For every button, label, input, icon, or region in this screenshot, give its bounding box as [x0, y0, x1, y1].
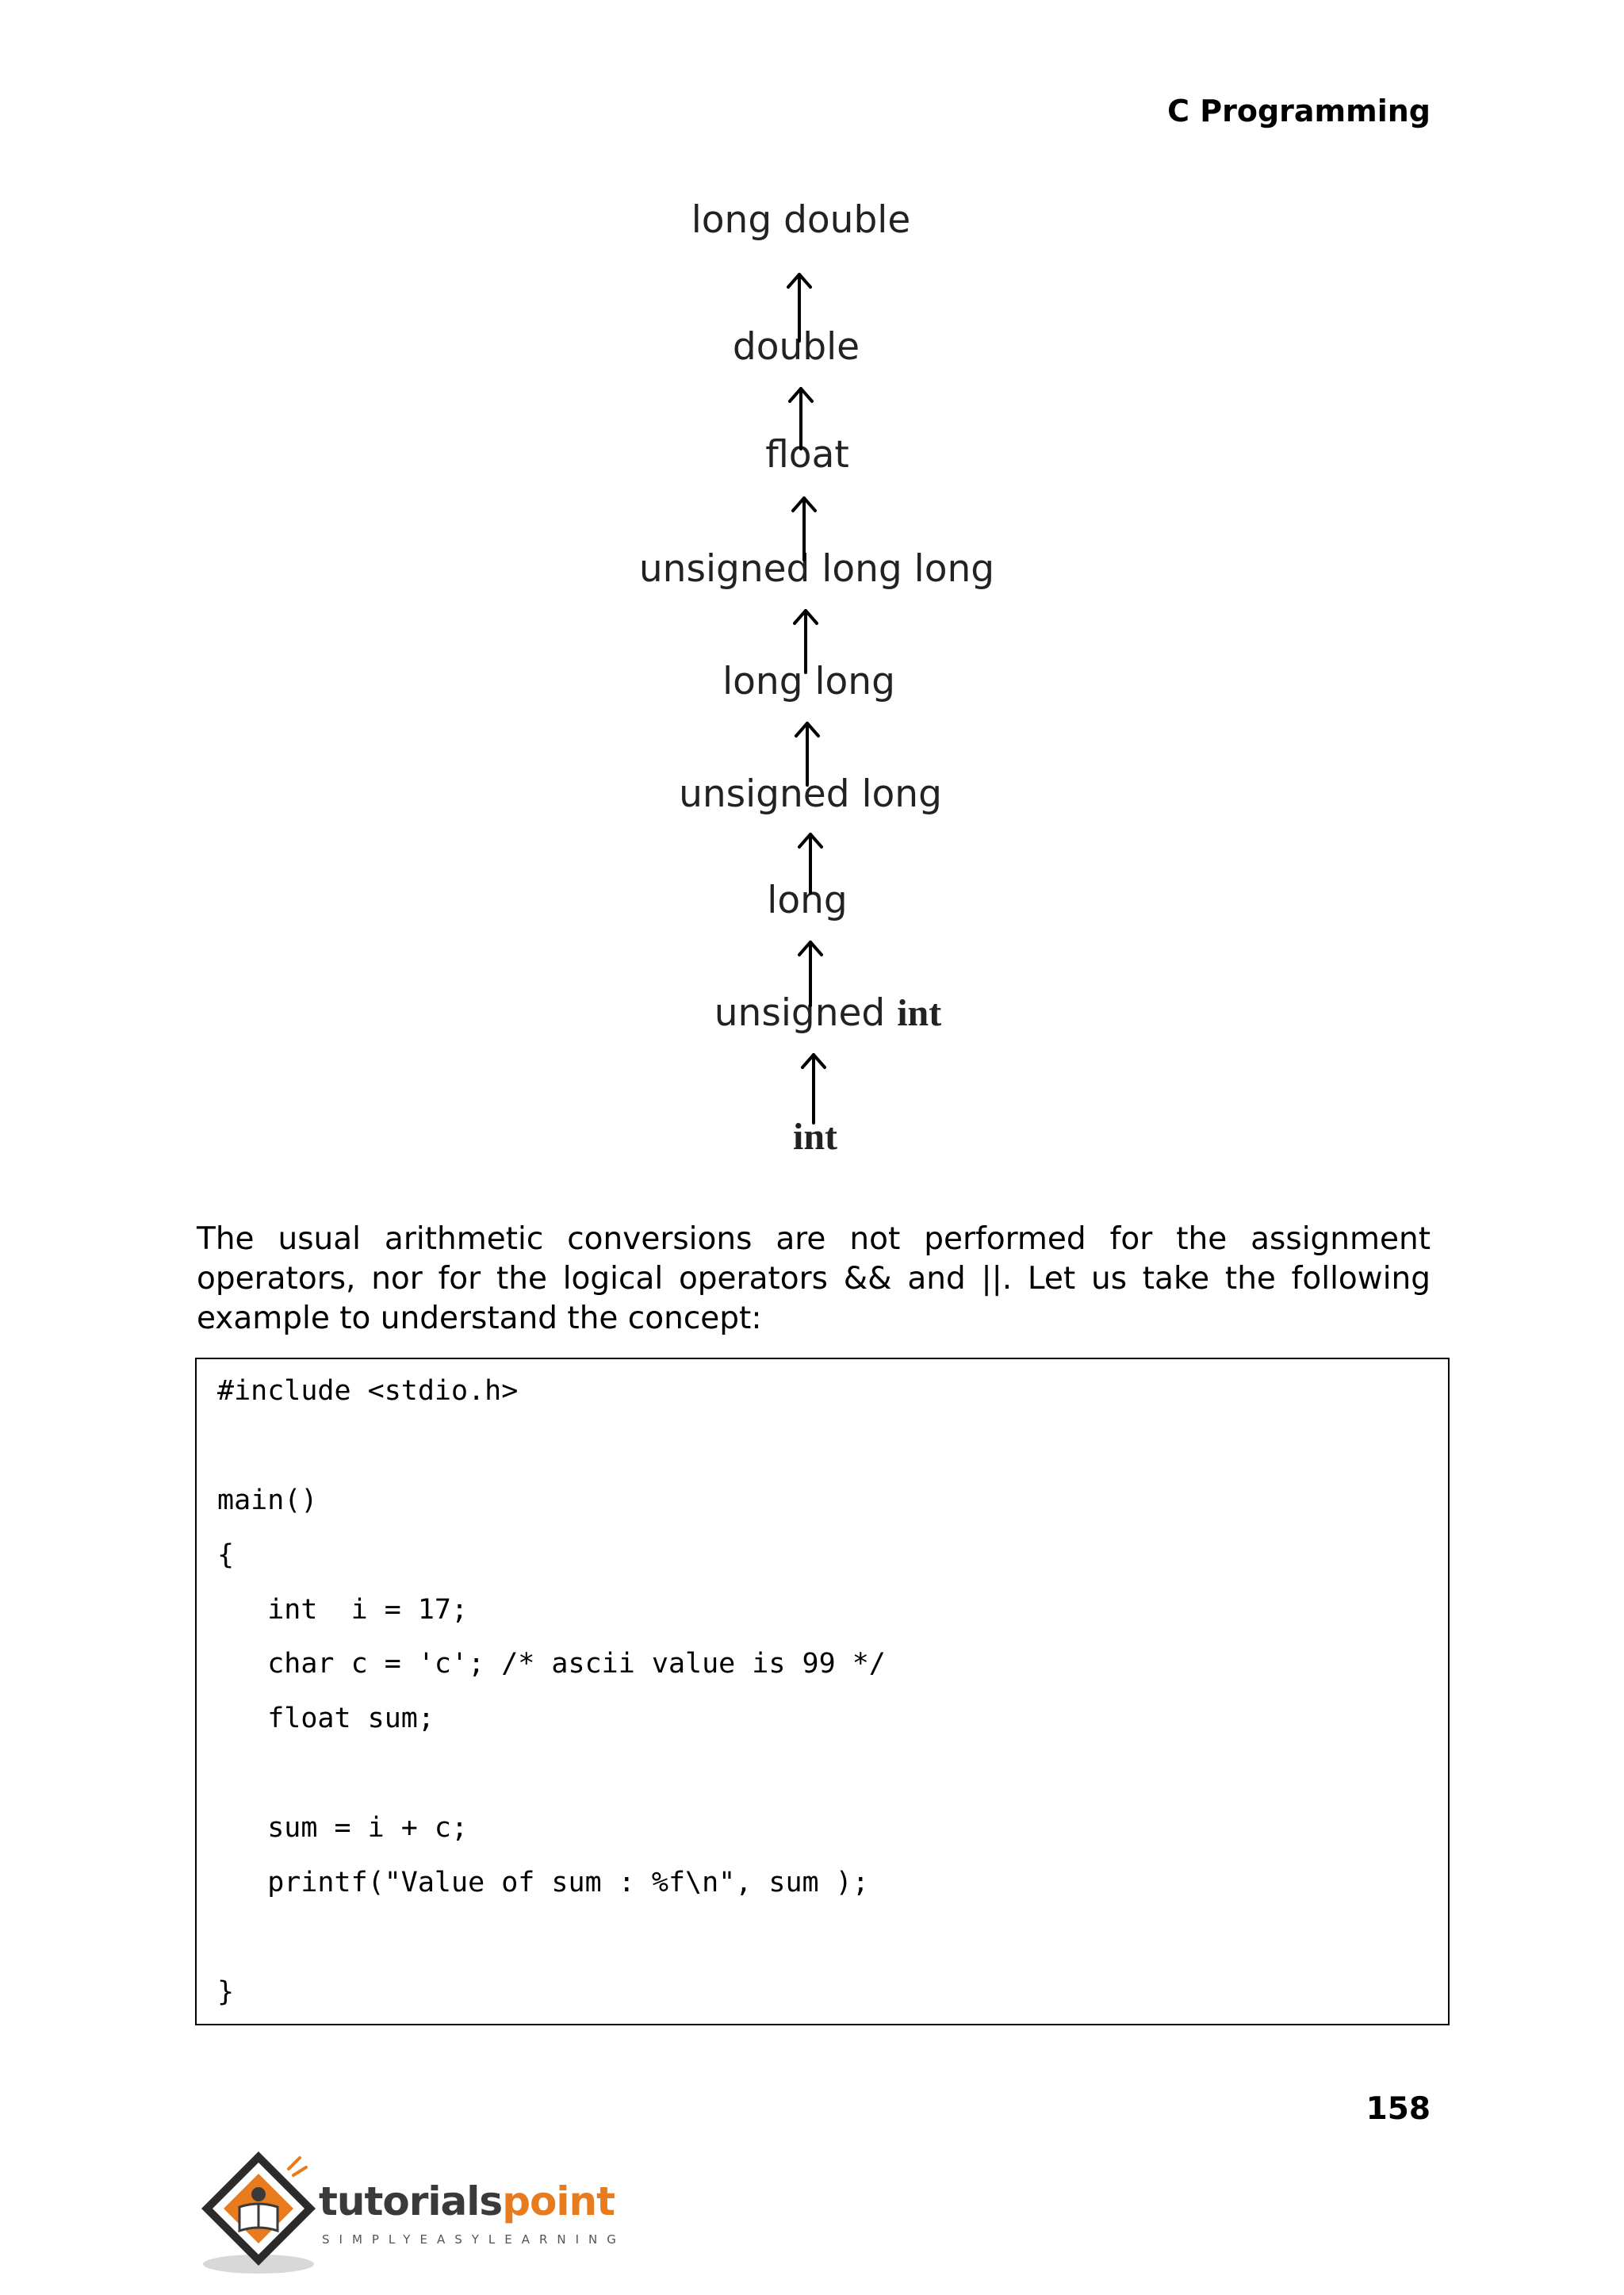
- code-line: {: [217, 1539, 235, 1571]
- code-line: float sum;: [217, 1703, 435, 1734]
- arrow-icon: [801, 1053, 826, 1125]
- arrow-icon: [793, 609, 818, 674]
- code-line: }: [217, 1976, 235, 2008]
- logo-word-1: tutorials: [319, 2178, 503, 2224]
- code-line: char c = 'c'; /* ascii value is 99 */: [217, 1648, 886, 1680]
- logo-wordmark: tutorialspoint: [319, 2178, 615, 2224]
- node-unsigned-int-part1: unsigned: [714, 991, 886, 1035]
- node-float: float: [765, 433, 849, 477]
- node-long-double: long double: [691, 198, 911, 242]
- node-long: long: [767, 879, 848, 922]
- page-header-title: C Programming: [1167, 94, 1431, 128]
- node-double: double: [732, 325, 860, 369]
- code-line: int i = 17;: [217, 1594, 469, 1626]
- code-line: #include <stdio.h>: [217, 1375, 519, 1407]
- node-unsigned-long: unsigned long: [679, 772, 942, 816]
- arrow-icon: [787, 273, 812, 343]
- node-unsigned-long-long: unsigned long long: [638, 547, 995, 591]
- arrow-icon: [798, 833, 823, 895]
- arrow-icon: [788, 387, 814, 450]
- arrows-layer: [787, 273, 826, 1125]
- node-long-long: long long: [722, 660, 895, 703]
- tutorialspoint-logo: tutorialspoint SIMPLYEASYLEARNING: [195, 2145, 639, 2280]
- node-unsigned-int-part2: int: [897, 992, 942, 1034]
- code-line: sum = i + c;: [217, 1812, 469, 1844]
- code-line: main(): [217, 1485, 318, 1516]
- code-block: #include <stdio.h> main() { int i = 17; …: [195, 1358, 1450, 2025]
- arrow-icon: [795, 722, 820, 787]
- page-number: 158: [1365, 2091, 1431, 2127]
- logo-emblem-icon: [201, 2151, 316, 2274]
- arrow-icon: [791, 496, 817, 561]
- code-line: printf("Value of sum : %f\n", sum );: [217, 1867, 869, 1898]
- logo-tagline: SIMPLYEASYLEARNING: [322, 2232, 626, 2247]
- body-paragraph: The usual arithmetic conversions are not…: [197, 1221, 1431, 1336]
- arrow-icon: [798, 941, 823, 1007]
- node-unsigned-int: unsigned int: [714, 991, 941, 1035]
- type-hierarchy-diagram: long double double float unsigned long l…: [0, 198, 1624, 1182]
- logo-word-2: point: [502, 2178, 615, 2224]
